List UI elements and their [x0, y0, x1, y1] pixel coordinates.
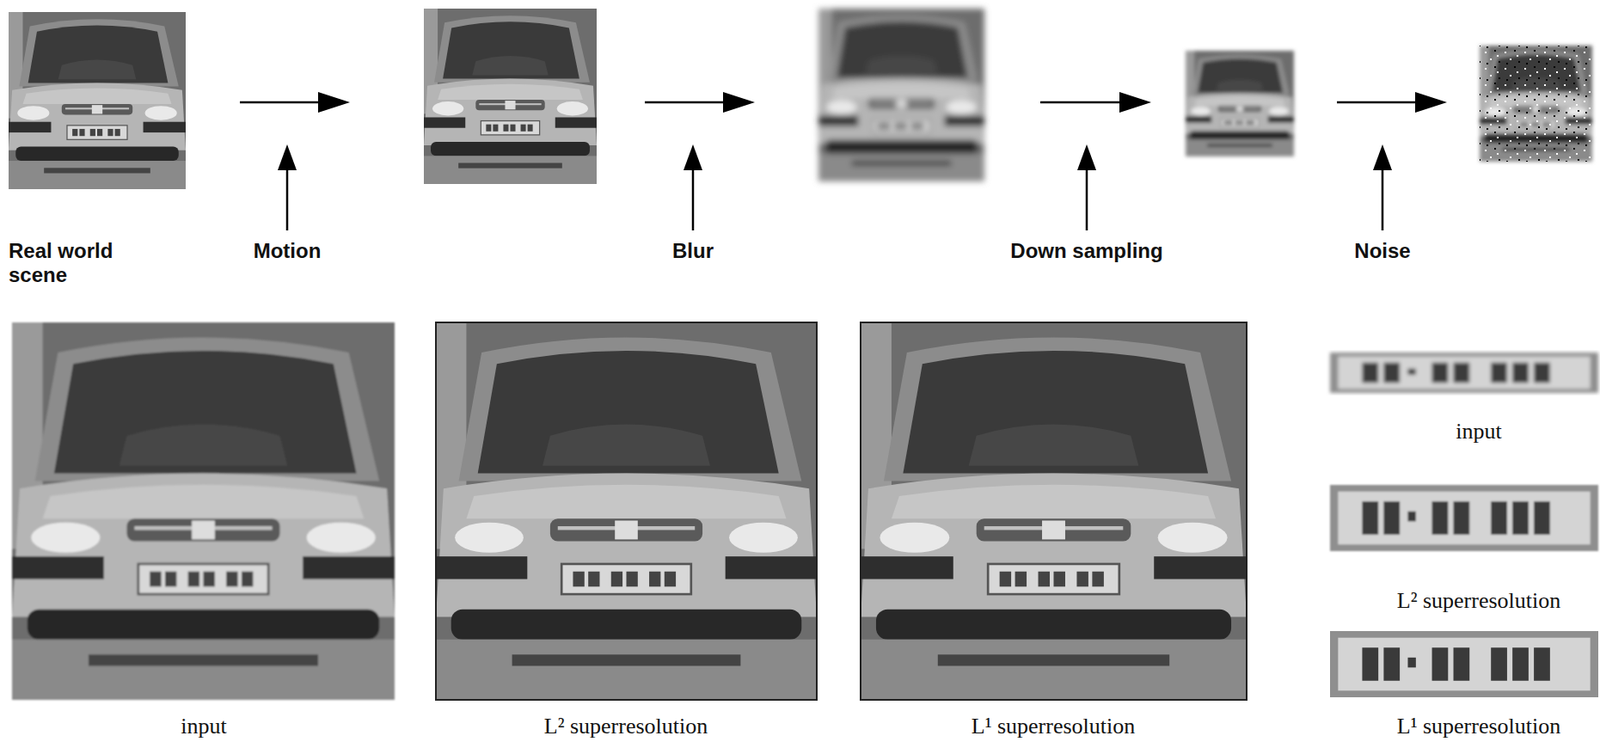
- image-caption: input: [180, 713, 227, 740]
- input-image: [12, 322, 395, 700]
- image-caption: L¹ superresolution: [971, 713, 1135, 740]
- plate-l2-crop: [1330, 484, 1599, 552]
- process-arrow: [239, 91, 1447, 113]
- image-caption: L² superresolution: [544, 713, 708, 740]
- stage-label: Real world scene: [8, 239, 160, 287]
- l1-result-image: [860, 322, 1247, 700]
- blur-image: [818, 8, 985, 182]
- motion-image: [423, 8, 597, 184]
- pointer-arrow: [277, 144, 1392, 231]
- plate-input-crop: [1330, 352, 1599, 393]
- plate-l1-crop: [1330, 631, 1599, 698]
- stage-label: Noise: [1354, 239, 1410, 264]
- l2-result-image: [435, 322, 817, 700]
- noisy-image: [1479, 45, 1593, 162]
- stage-label: Blur: [672, 239, 714, 264]
- crop-caption: L¹ superresolution: [1397, 713, 1561, 740]
- downsampled-image: [1185, 50, 1294, 157]
- crop-caption: L² superresolution: [1397, 588, 1561, 614]
- stage-label: Motion: [253, 239, 322, 264]
- stage-label: Down sampling: [1010, 239, 1163, 264]
- scene-image: [8, 12, 186, 190]
- crop-caption: input: [1455, 418, 1502, 445]
